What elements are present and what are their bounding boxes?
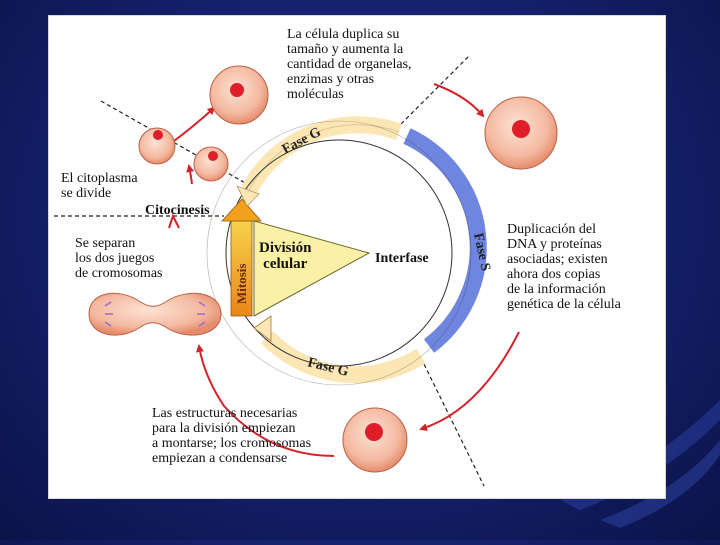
arrow-growth — [433, 83, 485, 118]
arrow-to-bottom-cell — [419, 331, 520, 432]
cell-dividing — [88, 292, 222, 336]
nucleus-icon — [512, 120, 530, 138]
dashed-line-g1 — [400, 55, 470, 125]
cell-daughter-1 — [138, 127, 176, 165]
caption-division-prep: Las estructuras necesarias para la divis… — [152, 406, 312, 466]
arrow-daughter-cell — [186, 164, 195, 185]
cytokinesis-v-mark — [168, 213, 180, 229]
slide-swoosh-2 — [600, 440, 720, 528]
cell-right-large — [484, 96, 558, 170]
mitosis-arrowhead — [221, 198, 262, 222]
g2-arrowhead — [253, 315, 272, 342]
caption-dna-duplication: Duplicación del DNA y proteínas asociada… — [507, 222, 621, 312]
caption-cytoplasm-divides: El citoplasma se divide — [61, 171, 138, 201]
nucleus-icon — [208, 151, 218, 161]
cell-daughter-2 — [193, 146, 229, 182]
nucleus-icon — [230, 83, 244, 97]
s-phase-band — [403, 128, 487, 353]
g1-start-notch — [236, 185, 260, 207]
outer-ring — [206, 120, 472, 386]
diagram-panel: Fase G Fase S Fase G Mitosis Interfase C… — [48, 15, 666, 499]
arrow-cytokinesis-up — [173, 106, 216, 142]
dashed-line-s — [420, 357, 485, 487]
inner-ring — [225, 139, 453, 367]
chromosome-set-left — [104, 301, 113, 327]
mitosis-label: Mitosis — [234, 264, 249, 304]
nucleus-icon — [153, 130, 163, 140]
arrow-to-dividing-cell — [196, 344, 335, 457]
cell-cycle-diagram: Fase G Fase S Fase G Mitosis Interfase C… — [54, 55, 558, 487]
center-triangle — [253, 220, 371, 317]
cell-top-growing — [209, 65, 269, 125]
caption-growth: La célula duplica su tamaño y aumenta la… — [287, 27, 412, 102]
caption-chromosomes-separate: Se separan los dos juegos de cromosomas — [75, 236, 163, 281]
nucleus-icon — [365, 423, 383, 441]
cytokinesis-label: Citocinesis — [145, 203, 210, 218]
cell-bottom — [342, 407, 408, 473]
chromosome-set-right — [197, 301, 206, 327]
dashed-line-cytokinesis — [100, 100, 255, 189]
cell-division-label: División celular — [259, 240, 312, 272]
slide-swoosh — [560, 400, 720, 510]
g1-phase-band — [241, 116, 402, 195]
interphase-label: Interfase — [375, 251, 429, 266]
